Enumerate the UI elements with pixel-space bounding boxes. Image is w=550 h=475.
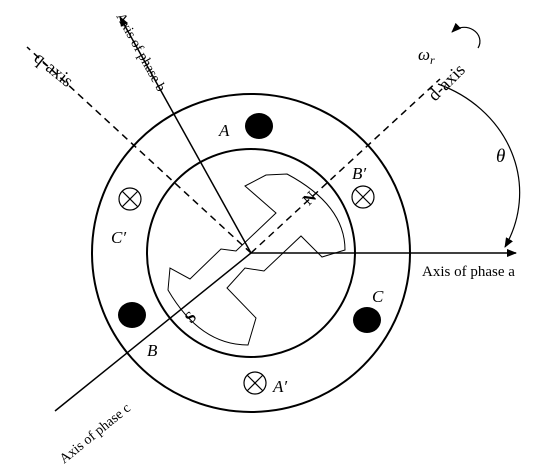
theta-label: θ xyxy=(496,146,505,167)
axis-phase-a-label: Axis of phase a xyxy=(422,264,515,280)
coil-b-label: B xyxy=(147,341,158,360)
coil-a-label: A xyxy=(218,121,230,140)
coil-a-dot xyxy=(245,113,273,139)
coil-c-prime-cross xyxy=(118,187,142,211)
rotation-arrow xyxy=(451,22,481,49)
coil-b-dot xyxy=(118,302,146,328)
omega-r-label: ωr xyxy=(418,45,435,67)
coil-c-dot xyxy=(353,307,381,333)
axis-phase-c-label: Axis of phase c xyxy=(57,401,134,467)
coil-c-prime-label: C′ xyxy=(111,228,126,247)
axis-phase-c-line xyxy=(54,252,252,412)
rotor-outline xyxy=(167,173,346,346)
d-axis-line xyxy=(250,78,441,254)
theta-arc xyxy=(437,83,521,248)
pole-s-label: S xyxy=(182,308,200,326)
coil-c-label: C xyxy=(372,287,384,306)
coil-a-prime-label: A′ xyxy=(272,377,287,396)
coil-b-prime-label: B′ xyxy=(352,164,366,183)
axis-phase-b-line xyxy=(119,16,252,254)
q-axis-line xyxy=(26,46,252,254)
q-axis-label: q-axis xyxy=(30,48,77,91)
axis-phase-b-label: Axis of phase b xyxy=(113,11,169,95)
coil-a-prime-cross xyxy=(243,371,267,395)
coil-b-prime-cross xyxy=(351,185,375,209)
